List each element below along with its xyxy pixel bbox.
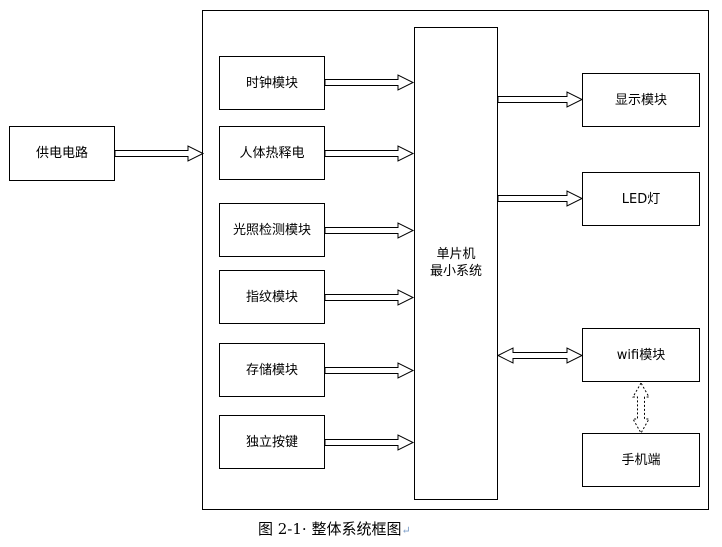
mcu-label-line-2: 最小系统 — [429, 264, 482, 279]
clock-module-block: 时钟模块 — [219, 56, 325, 110]
arrow-clock-to-mcu — [324, 74, 415, 91]
clock-module-label: 时钟模块 — [245, 75, 298, 91]
mcu-minimum-system-block: 单片机 最小系统 — [414, 27, 498, 500]
wifi-module-block: wifi模块 — [582, 328, 700, 382]
mcu-label: 单片机 最小系统 — [415, 246, 497, 280]
pir-sensor-block: 人体热释电 — [219, 126, 325, 180]
pir-sensor-label: 人体热释电 — [239, 145, 305, 161]
mcu-label-line-1: 单片机 — [436, 247, 476, 262]
arrow-power-to-pir — [114, 145, 205, 162]
arrow-light-to-mcu — [324, 222, 415, 239]
paragraph-mark: ↵ — [401, 524, 411, 537]
display-module-label: 显示模块 — [614, 92, 667, 108]
fingerprint-module-label: 指纹模块 — [245, 289, 298, 305]
storage-module-label: 存储模块 — [245, 362, 298, 378]
wifi-module-label: wifi模块 — [616, 347, 666, 363]
arrow-storage-to-mcu — [324, 362, 415, 379]
independent-keys-label: 独立按键 — [245, 434, 298, 450]
power-supply-label: 供电电路 — [35, 146, 88, 161]
arrow-pir-to-mcu — [324, 145, 415, 162]
arrow-mcu-to-led — [497, 190, 584, 207]
light-detection-label: 光照检测模块 — [232, 222, 311, 238]
arrow-wifi-phone-wireless — [632, 381, 650, 435]
display-module-block: 显示模块 — [582, 73, 700, 127]
led-light-label: LED灯 — [621, 191, 661, 207]
led-light-block: LED灯 — [582, 172, 700, 226]
mobile-phone-label: 手机端 — [621, 452, 661, 468]
system-boundary — [202, 10, 709, 510]
arrow-keys-to-mcu — [324, 434, 415, 451]
arrow-fingerprint-to-mcu — [324, 289, 415, 306]
mobile-phone-block: 手机端 — [582, 433, 700, 487]
arrow-mcu-wifi-bidirectional — [496, 347, 584, 364]
arrow-mcu-to-display — [497, 91, 584, 108]
storage-module-block: 存储模块 — [219, 343, 325, 397]
power-supply-block: 供电电路 — [9, 126, 115, 181]
figure-caption: 图 2-1· 整体系统框图↵ — [258, 522, 411, 537]
figure-caption-text: 图 2-1· 整体系统框图 — [258, 520, 402, 538]
